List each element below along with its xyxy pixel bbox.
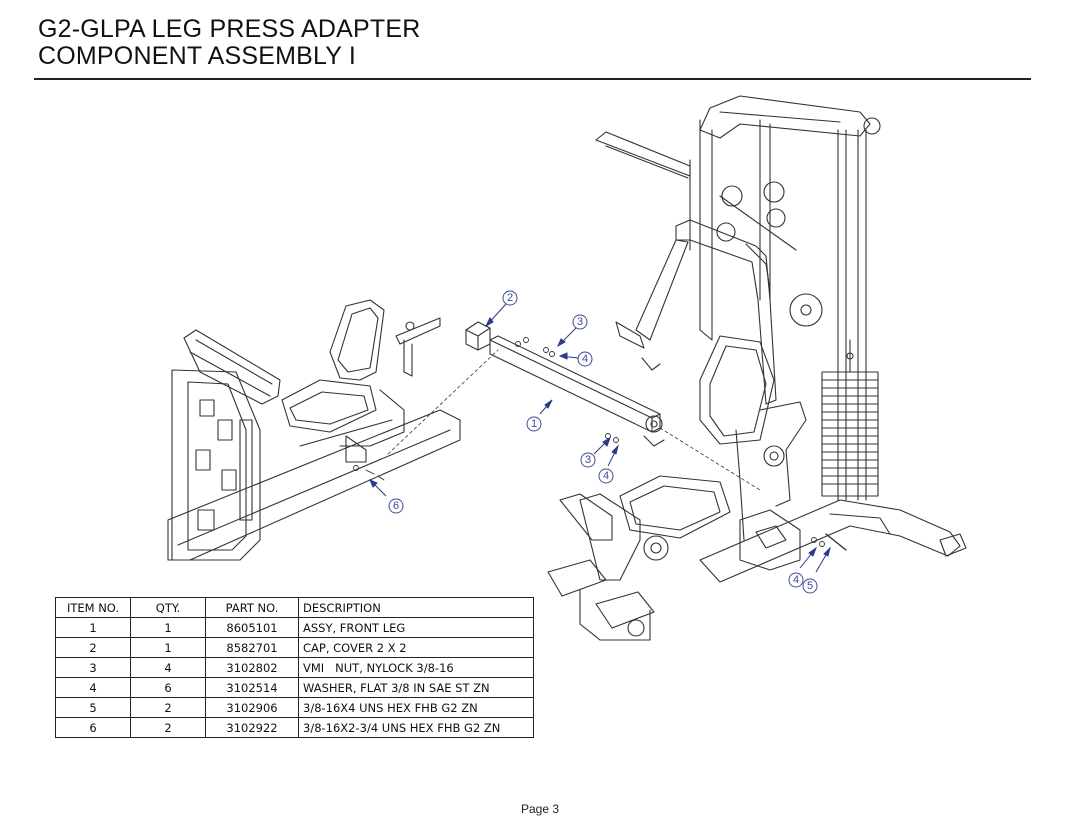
cell-part-no: 3102922 <box>205 717 299 738</box>
page-number: Page 3 <box>520 802 560 816</box>
leader-arrows <box>369 303 831 573</box>
callout-item-4: 4 <box>577 351 593 367</box>
table-header-row: ITEM NO. QTY. PART NO. DESCRIPTION <box>55 597 534 618</box>
table-row: 5 2 3102906 3/8-16X4 UNS HEX FHB G2 ZN <box>55 697 534 718</box>
table-row: 4 6 3102514 WASHER, FLAT 3/8 IN SAE ST Z… <box>55 677 534 698</box>
callout-label: 3 <box>577 316 583 328</box>
cell-part-no: 8582701 <box>205 637 299 658</box>
cell-part-no: 3102802 <box>205 657 299 678</box>
page-title: G2-GLPA LEG PRESS ADAPTER COMPONENT ASSE… <box>38 16 420 70</box>
cell-part-no: 3102906 <box>205 697 299 718</box>
table-row: 2 1 8582701 CAP, COVER 2 X 2 <box>55 637 534 658</box>
cell-description: 3/8-16X2-3/4 UNS HEX FHB G2 ZN <box>298 717 534 738</box>
home-gym-unit <box>547 95 967 641</box>
cell-item-no: 4 <box>55 677 131 698</box>
cell-qty: 4 <box>130 657 206 678</box>
table-row: 3 4 3102802 VMI NUT, NYLOCK 3/8-16 <box>55 657 534 678</box>
title-rule <box>34 78 1031 80</box>
title-line-2: COMPONENT ASSEMBLY I <box>38 42 356 70</box>
table-row: 6 2 3102922 3/8-16X2-3/4 UNS HEX FHB G2 … <box>55 717 534 738</box>
cell-item-no: 6 <box>55 717 131 738</box>
cell-item-no: 3 <box>55 657 131 678</box>
cell-item-no: 2 <box>55 637 131 658</box>
cell-qty: 1 <box>130 637 206 658</box>
callout-label: 4 <box>793 574 799 586</box>
cell-qty: 2 <box>130 717 206 738</box>
cell-description: ASSY, FRONT LEG <box>298 617 534 638</box>
cell-description: WASHER, FLAT 3/8 IN SAE ST ZN <box>298 677 534 698</box>
header-part-no: PART NO. <box>205 597 299 618</box>
cell-part-no: 3102514 <box>205 677 299 698</box>
callout-label: 3 <box>585 454 591 466</box>
cell-qty: 1 <box>130 617 206 638</box>
leg-press-unit <box>167 299 461 561</box>
callout-item-3: 3 <box>580 452 596 468</box>
cell-description: CAP, COVER 2 X 2 <box>298 637 534 658</box>
callout-label: 2 <box>507 292 513 304</box>
cell-description: 3/8-16X4 UNS HEX FHB G2 ZN <box>298 697 534 718</box>
front-leg-assembly <box>387 321 761 491</box>
callout-item-4: 4 <box>788 572 804 588</box>
cell-item-no: 1 <box>55 617 131 638</box>
title-line-1: G2-GLPA LEG PRESS ADAPTER <box>38 15 421 43</box>
header-description: DESCRIPTION <box>298 597 534 618</box>
header-item-no: ITEM NO. <box>55 597 131 618</box>
callout-label: 1 <box>531 418 537 430</box>
callout-item-4: 4 <box>598 468 614 484</box>
cell-qty: 6 <box>130 677 206 698</box>
callout-item-3: 3 <box>572 314 588 330</box>
cell-item-no: 5 <box>55 697 131 718</box>
callout-label: 4 <box>582 353 588 365</box>
callout-item-1: 1 <box>526 416 542 432</box>
callout-label: 5 <box>807 580 813 592</box>
callout-item-6: 6 <box>388 498 404 514</box>
table-row: 1 1 8605101 ASSY, FRONT LEG <box>55 617 534 638</box>
cell-qty: 2 <box>130 697 206 718</box>
header-qty: QTY. <box>130 597 206 618</box>
parts-list-table: ITEM NO. QTY. PART NO. DESCRIPTION 1 1 8… <box>55 597 534 738</box>
hardware <box>353 337 847 551</box>
callout-label: 6 <box>393 500 399 512</box>
callout-label: 4 <box>603 470 609 482</box>
callout-item-2: 2 <box>502 290 518 306</box>
callout-item-5: 5 <box>802 578 818 594</box>
cell-description: VMI NUT, NYLOCK 3/8-16 <box>298 657 534 678</box>
cell-part-no: 8605101 <box>205 617 299 638</box>
